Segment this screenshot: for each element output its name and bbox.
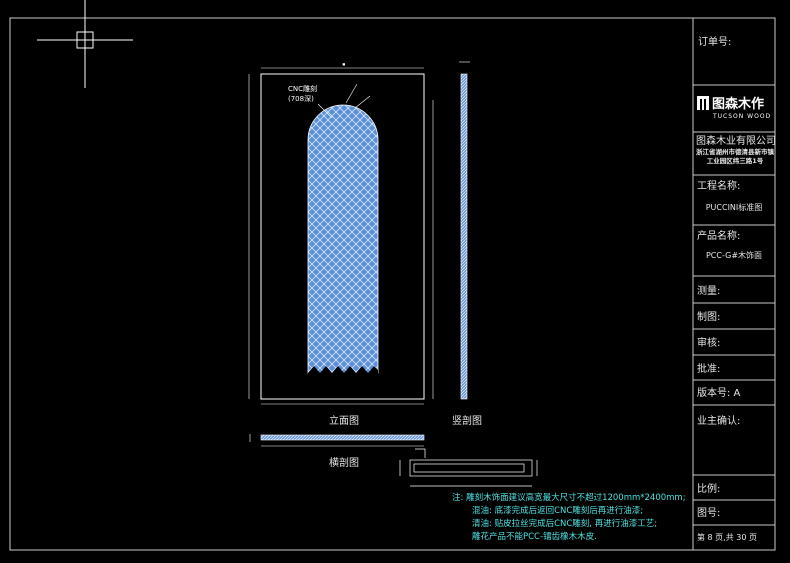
note-line-4: 雕花产品不能PCC-镭齿橡木木皮. [472, 531, 597, 542]
title-block [692, 18, 775, 550]
project-value: PUCCINI标准图 [706, 202, 763, 212]
scale-label: 比例: [697, 482, 720, 495]
horizontal-section [249, 434, 425, 447]
vertical-section-caption: 竖剖图 [452, 414, 482, 427]
product-value: PCC-G#木饰面 [706, 250, 762, 260]
horizontal-section-caption: 横剖图 [329, 456, 359, 469]
company-address: 浙江省湖州市德清县新市镇工业园区纬三路1号 [696, 148, 774, 165]
note-line-2: 混油: 底漆完成后返回CNC雕刻后再进行油漆; [472, 505, 643, 516]
ucs-crosshair-icon [37, 0, 133, 88]
note-line-3: 清油: 贴皮拉丝完成后CNC雕刻, 再进行油漆工艺; [472, 518, 657, 529]
order-no-label: 订单号: [698, 36, 731, 48]
edge-detail [399, 448, 538, 487]
note-line-1: 注: 雕刻木饰面建议高宽最大尺寸不超过1200mm*2400mm; [452, 492, 686, 503]
owner-confirm-label: 业主确认: [697, 414, 740, 427]
vertical-section [459, 61, 470, 400]
elevation-dimensions [248, 67, 434, 405]
review-label: 审核: [697, 336, 720, 349]
cnc-leader [317, 103, 333, 119]
logo-name: 图森木作 [712, 96, 764, 112]
survey-label: 测量: [697, 284, 720, 297]
cnc-note-line1: CNC雕刻 [288, 84, 317, 93]
project-label: 工程名称: [697, 179, 740, 192]
approve-label: 批准: [697, 362, 720, 375]
page-label: 第 8 页,共 30 页 [697, 532, 757, 542]
elevation-panel-outline [260, 73, 425, 400]
company-name: 图森木业有限公司 [696, 134, 776, 147]
cnc-note-line2: (708深) [288, 94, 314, 103]
logo-sub: TUCSON WOOD [712, 113, 771, 120]
dim-width-tick: ▪ [342, 61, 346, 68]
drawn-label: 制图: [697, 310, 720, 323]
drawing-no-label: 图号: [697, 507, 720, 519]
drawing-frame [9, 17, 776, 551]
product-label: 产品名称: [697, 229, 740, 242]
elevation-caption: 立面图 [329, 414, 359, 427]
cnc-carving-area [307, 104, 379, 376]
version-label: 版本号: A [697, 386, 741, 399]
company-logo: 图森木作 TUCSON WOOD [697, 96, 771, 120]
